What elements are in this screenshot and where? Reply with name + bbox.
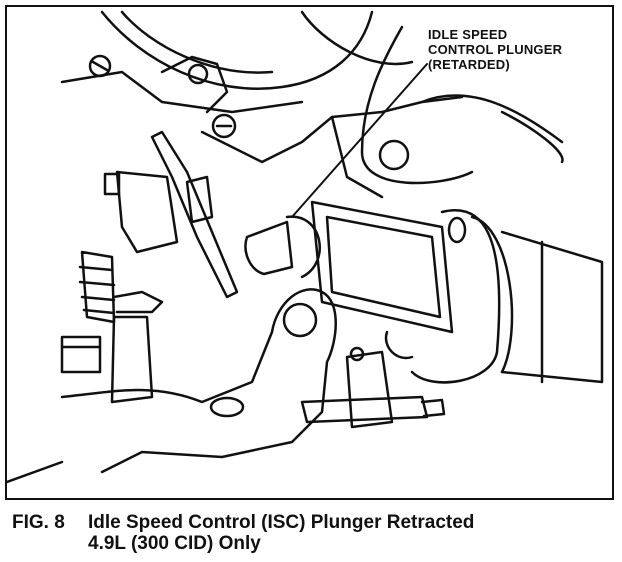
- wire: [362, 27, 472, 183]
- throttle-linkage: [62, 132, 237, 402]
- figure-subtitle: 4.9L (300 CID) Only: [88, 533, 261, 554]
- callout-line: CONTROL PLUNGER: [428, 42, 563, 57]
- figure-title: Idle Speed Control (ISC) Plunger Retract…: [88, 512, 475, 533]
- carburetor-body: [62, 12, 562, 197]
- callout-line: (RETARDED): [428, 57, 510, 72]
- callout-leader-line: [292, 64, 427, 217]
- isc-plunger-illustration: [7, 7, 614, 500]
- figure-number: FIG. 8: [12, 512, 65, 533]
- mounting-bracket: [7, 289, 444, 482]
- isc-motor: [246, 202, 602, 382]
- callout-line: IDLE SPEED: [428, 27, 508, 42]
- callout-label: IDLE SPEED CONTROL PLUNGER (RETARDED): [428, 27, 562, 72]
- diagram-frame: [5, 5, 614, 500]
- figure-caption: FIG. 8 Idle Speed Control (ISC) Plunger R…: [12, 512, 474, 554]
